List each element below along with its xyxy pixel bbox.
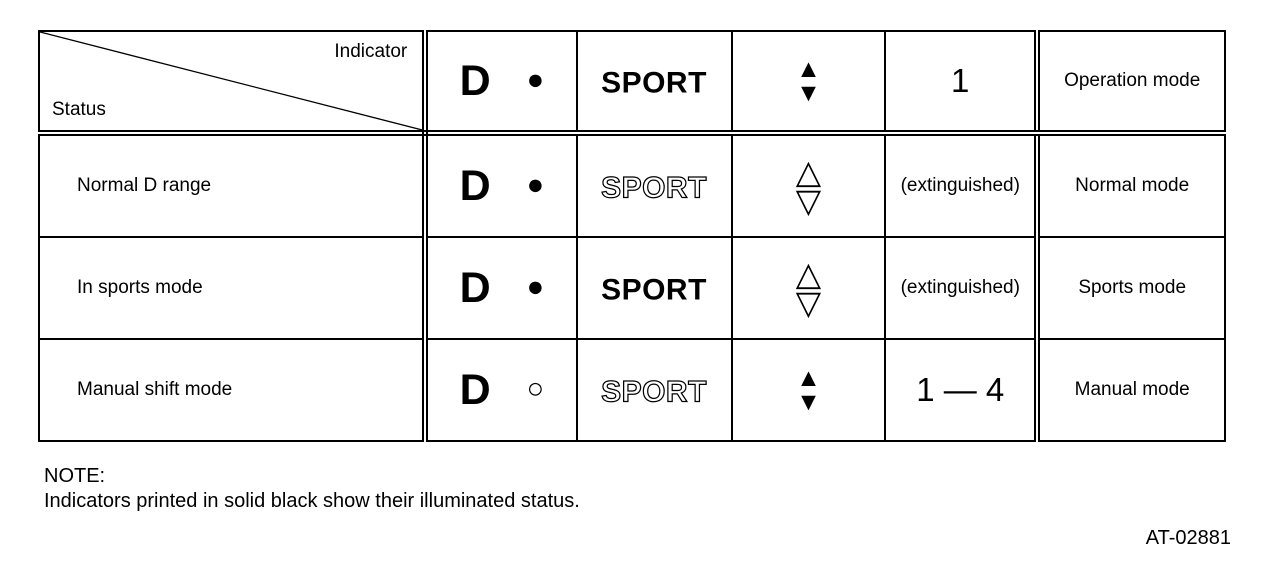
d-indicator: D ● bbox=[428, 56, 574, 105]
gear-position-cell: (extinguished) bbox=[884, 236, 1039, 340]
table-row-normal-d-range: Normal D range D ● SPORT △ ▽ bbox=[37, 132, 1226, 238]
header-operation-mode-cell: Operation mode bbox=[1034, 30, 1226, 136]
header-d-indicator-cell: D ● bbox=[424, 30, 578, 136]
header-gear-position-cell: 1 bbox=[884, 30, 1039, 136]
d-indicator-cell: D ○ bbox=[424, 338, 578, 442]
operation-mode-cell: Normal mode bbox=[1034, 132, 1226, 238]
shift-arrows-cell: △ ▽ bbox=[730, 132, 887, 238]
figure-code: AT-02881 bbox=[1145, 527, 1231, 549]
down-triangle-icon: ▼ bbox=[796, 79, 821, 107]
d-indicator-cell: D ● bbox=[424, 132, 578, 238]
note-label: NOTE: bbox=[44, 465, 106, 487]
d-range-icon: D bbox=[459, 56, 491, 105]
table-row-in-sports-mode: In sports mode D ● SPORT △ ▽ bbox=[37, 236, 1226, 340]
table-row-manual-shift-mode: Manual shift mode D ○ SPORT ▲ ▼ bbox=[37, 338, 1226, 442]
down-triangle-outline-icon: ▽ bbox=[795, 284, 822, 321]
d-range-icon: D bbox=[459, 365, 491, 414]
operation-mode-value: Manual mode bbox=[1074, 379, 1190, 400]
note-block: NOTE: Indicators printed in solid black … bbox=[44, 464, 580, 514]
d-indicator: D ● bbox=[428, 161, 574, 210]
d-indicator-cell: D ● bbox=[424, 236, 578, 340]
status-label: In sports mode bbox=[77, 277, 203, 298]
status-cell: Manual shift mode bbox=[37, 338, 429, 442]
up-triangle-icon: ▲ bbox=[796, 364, 821, 392]
shift-arrows: ▲ ▼ bbox=[734, 364, 883, 416]
gear-position-value: (extinguished) bbox=[900, 175, 1020, 196]
sport-label-unlit: SPORT bbox=[601, 172, 707, 204]
hollow-circle-icon: ○ bbox=[526, 372, 545, 405]
down-triangle-icon: ▼ bbox=[796, 388, 821, 416]
operation-mode-value: Sports mode bbox=[1078, 277, 1187, 298]
sport-label-unlit: SPORT bbox=[601, 376, 707, 408]
shift-arrows: ▲ ▼ bbox=[734, 55, 883, 107]
filled-circle-icon: ● bbox=[526, 168, 545, 201]
gear-position-range: 1 — 4 bbox=[916, 371, 1005, 408]
sport-indicator-cell: SPORT bbox=[575, 236, 733, 340]
header-shift-arrows-cell: ▲ ▼ bbox=[730, 30, 887, 136]
up-triangle-outline-icon: △ bbox=[795, 255, 822, 292]
filled-circle-icon: ● bbox=[526, 270, 545, 303]
sport-label-lit: SPORT bbox=[601, 67, 707, 99]
filled-circle-icon: ● bbox=[526, 63, 545, 96]
operation-mode-header-label: Operation mode bbox=[1064, 70, 1201, 91]
status-label: Manual shift mode bbox=[77, 379, 233, 400]
sport-indicator-cell: SPORT bbox=[575, 338, 733, 442]
operation-mode-cell: Manual mode bbox=[1034, 338, 1226, 442]
sport-indicator: SPORT bbox=[601, 67, 707, 99]
corner-wrap: Indicator Status bbox=[40, 32, 422, 130]
sport-indicator: SPORT bbox=[601, 171, 708, 204]
down-triangle-outline-icon: ▽ bbox=[795, 182, 822, 219]
header-row: Indicator Status D ● SPORT bbox=[37, 30, 1226, 136]
header-sport-indicator-cell: SPORT bbox=[575, 30, 733, 136]
operation-mode-cell: Sports mode bbox=[1034, 236, 1226, 340]
indicator-axis-label: Indicator bbox=[334, 41, 408, 62]
corner-cell: Indicator Status bbox=[37, 30, 429, 136]
status-label: Normal D range bbox=[77, 175, 212, 196]
shift-arrows-cell: △ ▽ bbox=[730, 236, 887, 340]
up-triangle-outline-icon: △ bbox=[795, 153, 822, 190]
status-cell: Normal D range bbox=[37, 132, 429, 238]
gear-position-indicator: 1 bbox=[951, 62, 970, 99]
gear-position-value: (extinguished) bbox=[900, 277, 1020, 298]
sport-indicator: SPORT bbox=[601, 274, 707, 306]
diagonal-divider bbox=[40, 32, 422, 130]
shift-arrows: △ ▽ bbox=[734, 255, 883, 321]
status-axis-label: Status bbox=[52, 99, 106, 120]
d-indicator: D ○ bbox=[428, 365, 574, 414]
d-indicator: D ● bbox=[428, 263, 574, 312]
sport-indicator-cell: SPORT bbox=[575, 132, 733, 238]
status-cell: In sports mode bbox=[37, 236, 429, 340]
d-range-icon: D bbox=[459, 161, 491, 210]
sport-label-lit: SPORT bbox=[601, 274, 707, 306]
gear-position-cell: 1 — 4 bbox=[884, 338, 1039, 442]
gear-position-cell: (extinguished) bbox=[884, 132, 1039, 238]
operation-mode-value: Normal mode bbox=[1075, 175, 1190, 196]
indicator-status-table: Indicator Status D ● SPORT bbox=[37, 30, 1226, 442]
note-text: Indicators printed in solid black show t… bbox=[44, 490, 580, 512]
sport-indicator: SPORT bbox=[601, 375, 708, 408]
d-range-icon: D bbox=[459, 263, 491, 312]
shift-arrows-cell: ▲ ▼ bbox=[730, 338, 887, 442]
shift-arrows: △ ▽ bbox=[734, 153, 883, 219]
up-triangle-icon: ▲ bbox=[796, 55, 821, 83]
